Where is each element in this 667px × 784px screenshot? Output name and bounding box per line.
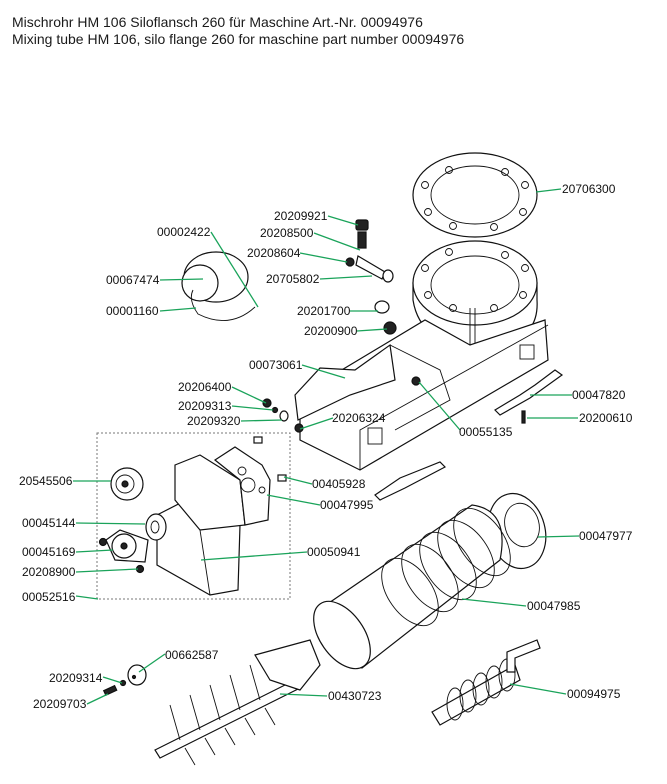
label-00047995[interactable]: 00047995 [320, 498, 374, 512]
drive-assembly-box [96, 432, 291, 600]
leader-lines [73, 188, 580, 705]
label-20209703[interactable]: 20209703 [33, 697, 87, 711]
label-20705802[interactable]: 20705802 [266, 272, 320, 286]
label-20206400[interactable]: 20206400 [178, 380, 232, 394]
leader-00405928 [283, 476, 313, 485]
clamp-lever-drawing [374, 369, 564, 501]
label-20208604[interactable]: 20208604 [247, 246, 301, 260]
label-00405928[interactable]: 00405928 [312, 477, 366, 491]
leader-20209703 [86, 693, 109, 705]
leader-20209320 [240, 419, 283, 422]
label-00067474[interactable]: 00067474 [106, 273, 160, 287]
label-00047977[interactable]: 00047977 [579, 529, 633, 543]
part-labels: 20706300 20209921 20208500 20208604 2070… [19, 182, 633, 711]
cover-cap-drawing [181, 251, 256, 321]
leader-20209314 [102, 676, 123, 684]
label-20206324[interactable]: 20206324 [332, 411, 386, 425]
leader-00047977 [537, 535, 580, 538]
label-20209313[interactable]: 20209313 [178, 399, 232, 413]
label-20209314[interactable]: 20209314 [49, 671, 103, 685]
leader-00073061 [301, 364, 346, 379]
title-german: Mischrohr HM 106 Siloflansch 260 für Mas… [12, 14, 423, 30]
leader-20209921 [327, 215, 359, 226]
label-20201700[interactable]: 20201700 [297, 304, 351, 318]
leader-00047985 [461, 598, 527, 607]
silo-flange-gasket-drawing [412, 152, 538, 238]
mixing-tube-drawing [313, 504, 511, 670]
label-20200610[interactable]: 20200610 [579, 411, 633, 425]
label-20208500[interactable]: 20208500 [260, 226, 314, 240]
leader-00050941 [200, 551, 308, 561]
leader-20706300 [535, 188, 562, 193]
leader-20705802 [319, 275, 373, 280]
feed-screw-drawing [431, 639, 541, 726]
label-00662587[interactable]: 00662587 [165, 648, 219, 662]
label-20209320[interactable]: 20209320 [187, 414, 241, 428]
leader-00052516 [75, 595, 99, 600]
title-english: Mixing tube HM 106, silo flange 260 for … [12, 31, 465, 47]
label-00047820[interactable]: 00047820 [572, 388, 626, 402]
label-20209921[interactable]: 20209921 [274, 209, 328, 223]
label-00047985[interactable]: 00047985 [527, 599, 581, 613]
leader-20208500 [313, 232, 361, 251]
leader-20200900 [356, 328, 388, 332]
leader-00662587 [138, 653, 166, 673]
coupling-drawing [102, 664, 147, 697]
label-00055135[interactable]: 00055135 [459, 425, 513, 439]
housing-cover-drawing [294, 343, 421, 433]
label-00073061[interactable]: 00073061 [249, 358, 303, 372]
leader-00094975 [509, 683, 567, 695]
label-20200900[interactable]: 20200900 [304, 324, 358, 338]
main-housing-drawing [299, 319, 549, 471]
fittings-drawing [345, 219, 397, 335]
leader-00002422 [210, 231, 259, 308]
label-00045144[interactable]: 00045144 [22, 516, 76, 530]
label-20208900[interactable]: 20208900 [22, 565, 76, 579]
leader-20208900 [75, 568, 139, 573]
label-20545506[interactable]: 20545506 [19, 474, 73, 488]
leader-20206324 [299, 417, 334, 430]
leader-00047995 [266, 494, 321, 506]
drive-housing-drawing [156, 446, 271, 596]
label-00045169[interactable]: 00045169 [22, 545, 76, 559]
leader-00430723 [279, 693, 328, 697]
nut-washer-drawing [262, 398, 289, 422]
leader-00045169 [75, 549, 114, 553]
label-00094975[interactable]: 00094975 [567, 687, 621, 701]
label-00002422[interactable]: 00002422 [157, 225, 211, 239]
leader-00067474 [159, 278, 204, 281]
leader-00055135 [418, 381, 461, 431]
leader-00001160 [159, 307, 197, 312]
label-00050941[interactable]: 00050941 [307, 545, 361, 559]
leader-00045144 [75, 522, 146, 525]
label-00001160[interactable]: 00001160 [106, 304, 159, 318]
leader-20206400 [231, 386, 267, 404]
leader-20208604 [299, 252, 348, 263]
bearings-drawing [98, 436, 287, 574]
label-20706300[interactable]: 20706300 [562, 182, 616, 196]
label-00052516[interactable]: 00052516 [22, 590, 76, 604]
leader-20209313 [231, 405, 274, 411]
mixing-shaft-drawing [154, 639, 321, 766]
label-00430723[interactable]: 00430723 [328, 689, 382, 703]
